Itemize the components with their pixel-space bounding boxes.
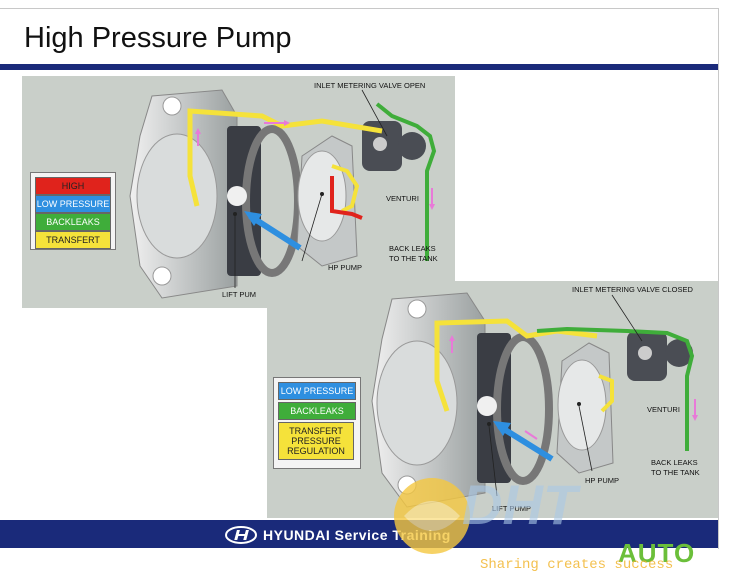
legend-open: HIGH PRESSURE LOW PRESSURE BACKLEAKS TRA… <box>30 172 116 250</box>
legend-item-transfert: TRANSFERT <box>35 231 111 249</box>
label-inlet-valve-open: INLET METERING VALVE OPEN <box>314 81 426 90</box>
watermark-mark: DHT <box>462 473 578 536</box>
pump-diagram-closed: LOW PRESSURE BACKLEAKS TRANSFERT PRESSUR… <box>267 281 718 518</box>
legend-item-low-pressure: LOW PRESSURE <box>35 195 111 213</box>
label-lift-pump: LIFT PUM <box>222 290 257 299</box>
label-venturi: VENTURI <box>647 405 680 414</box>
pump-illustration-open <box>129 89 437 299</box>
label-hp-pump: HP PUMP <box>585 476 620 485</box>
pump-diagram-open: HIGH PRESSURE LOW PRESSURE BACKLEAKS TRA… <box>22 76 455 308</box>
title-rule <box>0 64 718 70</box>
legend-item-backleaks: BACKLEAKS <box>35 213 111 231</box>
footer-bar <box>0 520 718 548</box>
watermark-brand: auto <box>618 538 696 568</box>
legend-closed: LOW PRESSURE BACKLEAKS TRANSFERT PRESSUR… <box>273 377 361 469</box>
watermark-tagline: Sharing creates success <box>480 557 674 573</box>
label-lift-pump: LIFT PUMP <box>492 504 532 513</box>
label-hp-pump: HP PUMP <box>328 263 363 272</box>
legend-item-low-pressure: LOW PRESSURE <box>278 382 356 400</box>
label-backleaks-line1: BACK LEAKS <box>389 244 436 253</box>
label-backleaks-line1: BACK LEAKS <box>651 458 698 467</box>
label-venturi: VENTURI <box>386 194 419 203</box>
legend-item-transfert-regulation: TRANSFERT PRESSURE REGULATION <box>278 422 354 460</box>
hyundai-logo-icon <box>225 526 257 544</box>
legend-item-high-pressure: HIGH PRESSURE <box>35 177 111 207</box>
label-backleaks-line2: TO THE TANK <box>651 468 700 477</box>
watermark-circle-icon <box>394 478 470 554</box>
pump-illustration-closed <box>371 292 698 508</box>
label-inlet-valve-closed: INLET METERING VALVE CLOSED <box>572 285 693 294</box>
label-backleaks-line2: TO THE TANK <box>389 254 438 263</box>
slide-title: High Pressure Pump <box>24 22 292 54</box>
legend-item-backleaks: BACKLEAKS <box>278 402 356 420</box>
